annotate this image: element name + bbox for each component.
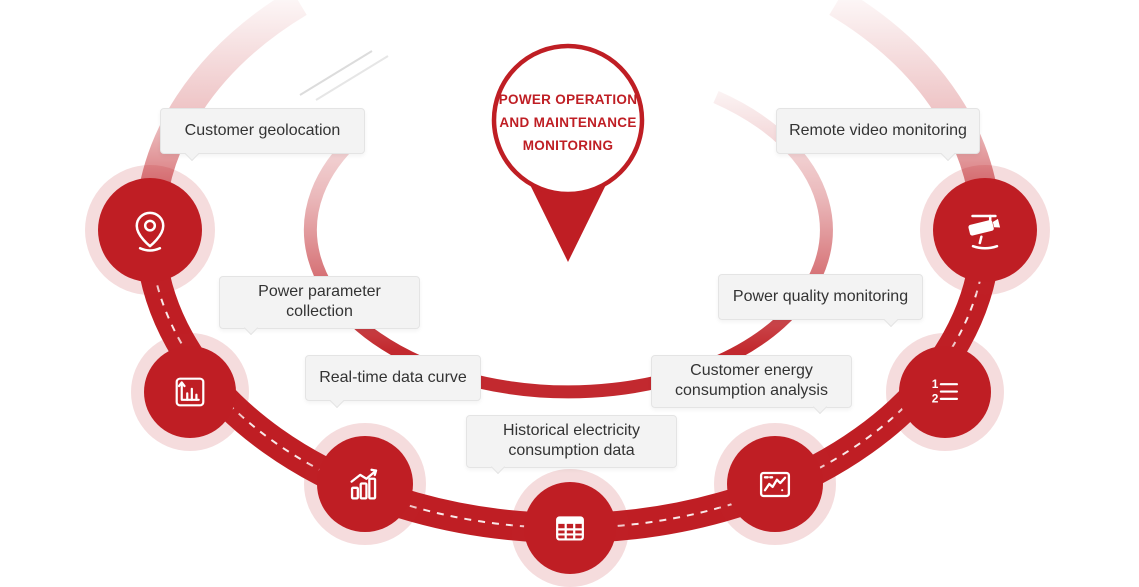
label-text: Power quality monitoring: [732, 288, 909, 305]
label-historical-consumption-data: Historical electricity consumption data: [466, 415, 677, 468]
node-power-parameter-collection: [144, 346, 236, 438]
decorative-slash: [299, 50, 373, 96]
label-power-quality-monitoring: Power quality monitoring: [718, 274, 923, 321]
label-text: Power parameter collection: [258, 283, 381, 321]
label-energy-consumption-analysis: Customer energy consumption analysis: [651, 355, 852, 408]
node-remote-video-monitoring: [933, 178, 1037, 282]
rising-bar-chart-icon: [350, 468, 378, 500]
parameter-bar-chart-icon: [175, 377, 205, 407]
center-title-line: AND MAINTENANCE: [499, 115, 637, 130]
svg-text:2: 2: [932, 392, 939, 406]
location-pin-icon: [135, 211, 165, 252]
node-power-quality-monitoring: 1 2: [899, 346, 991, 438]
svg-text:1: 1: [932, 377, 939, 391]
node-customer-geolocation: [98, 178, 202, 282]
data-table-icon: [556, 516, 584, 541]
label-remote-video-monitoring: Remote video monitoring: [776, 108, 980, 155]
label-real-time-data-curve: Real-time data curve: [305, 355, 481, 402]
center-pin-circle: [491, 43, 645, 197]
label-text: Real-time data curve: [319, 369, 467, 386]
center-title-line: MONITORING: [522, 138, 614, 153]
label-power-parameter-collection: Power parameter collection: [219, 276, 420, 329]
node-real-time-data-curve: [317, 436, 413, 532]
label-text: Customer geolocation: [184, 122, 341, 139]
label-customer-geolocation: Customer geolocation: [160, 108, 365, 155]
inner-arc: [303, 91, 833, 399]
label-text: Customer energy consumption analysis: [675, 362, 828, 400]
center-title: POWER OPERATION AND MAINTENANCE MONITORI…: [488, 88, 648, 157]
decorative-slash: [315, 55, 389, 101]
label-text: Historical electricity consumption data: [503, 422, 640, 460]
node-energy-consumption-analysis: [727, 436, 823, 532]
node-historical-consumption-data: [524, 482, 616, 574]
label-text: Remote video monitoring: [789, 122, 967, 139]
trend-wave-icon: [759, 471, 791, 498]
numbered-list-icon: 1 2: [932, 377, 959, 406]
cctv-camera-icon: [968, 214, 1001, 250]
center-title-line: POWER OPERATION: [498, 92, 638, 107]
